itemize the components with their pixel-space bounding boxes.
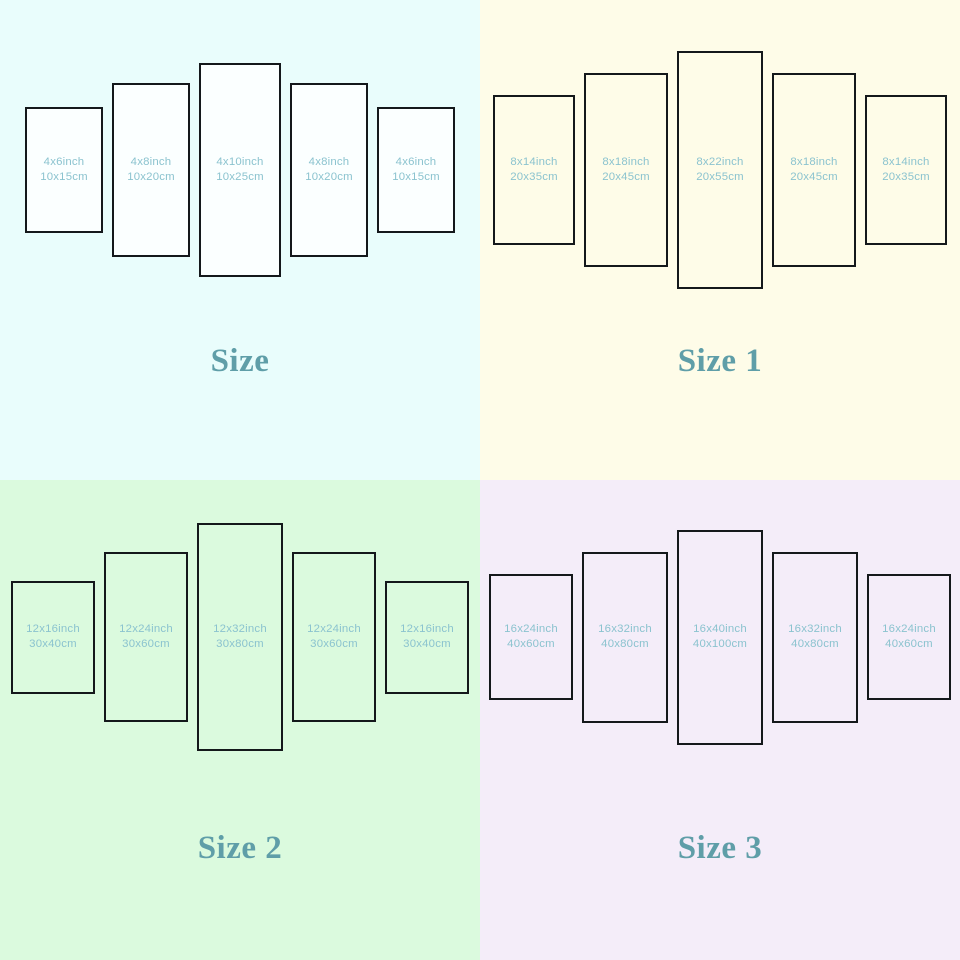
frame-row: 12x16inch 30x40cm 12x24inch 30x60cm 12x32inc…: [0, 480, 480, 802]
frame-size-label: 16x32inch 40x80cm: [788, 622, 842, 652]
frame-size-inch: 12x24inch: [119, 622, 173, 635]
frame-size-inch: 4x10inch: [216, 155, 264, 168]
frame-size-label: 16x24inch 40x60cm: [504, 622, 558, 652]
frame-size-inch: 8x18inch: [790, 155, 838, 168]
frame-size-cm: 10x15cm: [392, 171, 440, 183]
frame-size-inch: 8x22inch: [696, 155, 744, 168]
canvas-panel-frame: 12x16inch 30x40cm: [11, 580, 95, 694]
canvas-panel-frame: 16x24inch 40x60cm: [489, 574, 573, 700]
canvas-panel-frame: 16x32inch 40x80cm: [582, 551, 668, 723]
frame-size-inch: 4x8inch: [130, 155, 172, 168]
frame-size-inch: 12x32inch: [213, 622, 267, 635]
canvas-panel-frame: 16x40inch 40x100cm: [677, 529, 763, 745]
frame-size-label: 12x24inch 30x60cm: [307, 622, 361, 652]
size-option-panel-size-3[interactable]: 16x24inch 40x60cm 16x32inch 40x80cm 16x40inc…: [480, 480, 960, 960]
frame-size-cm: 10x20cm: [305, 171, 353, 183]
frame-size-label: 4x6inch 10x15cm: [40, 155, 88, 185]
canvas-panel-frame: 12x32inch 30x80cm: [197, 523, 283, 751]
frame-size-cm: 40x80cm: [601, 638, 649, 650]
frame-size-label: 4x8inch 10x20cm: [305, 155, 353, 185]
frame-size-label: 12x32inch 30x80cm: [213, 622, 267, 652]
frame-size-label: 4x6inch 10x15cm: [392, 155, 440, 185]
frame-size-inch: 16x24inch: [882, 622, 936, 635]
panel-title-size-2: Size 2: [197, 830, 283, 866]
frame-size-cm: 30x40cm: [403, 638, 451, 650]
size-option-panel-size[interactable]: 4x6inch 10x15cm 4x8inch 10x20cm 4x10inch 10x2…: [0, 0, 480, 480]
frame-row: 16x24inch 40x60cm 16x32inch 40x80cm 16x40inc…: [480, 480, 960, 802]
frame-size-cm: 20x45cm: [790, 171, 838, 183]
frame-size-inch: 4x8inch: [308, 155, 350, 168]
canvas-panel-frame: 12x24inch 30x60cm: [104, 552, 188, 722]
canvas-panel-frame: 4x8inch 10x20cm: [290, 83, 368, 257]
frame-size-label: 8x14inch 20x35cm: [510, 155, 558, 185]
frame-size-inch: 12x16inch: [400, 622, 454, 635]
frame-size-inch: 16x40inch: [693, 622, 747, 635]
frame-size-label: 8x18inch 20x45cm: [790, 155, 838, 185]
frame-size-cm: 30x40cm: [29, 638, 77, 650]
frame-size-inch: 4x6inch: [43, 155, 85, 168]
frame-size-cm: 20x55cm: [696, 171, 744, 183]
panel-title-size-1: Size 1: [677, 343, 763, 379]
frame-size-label: 12x16inch 30x40cm: [26, 622, 80, 652]
frame-size-inch: 4x6inch: [395, 155, 437, 168]
frame-size-cm: 20x45cm: [602, 171, 650, 183]
frame-row: 8x14inch 20x35cm 8x18inch 20x45cm 8x22inch 20…: [480, 5, 960, 335]
frame-size-cm: 40x80cm: [791, 638, 839, 650]
frame-size-cm: 30x80cm: [216, 638, 264, 650]
canvas-panel-frame: 16x32inch 40x80cm: [772, 551, 858, 723]
frame-size-inch: 8x14inch: [510, 155, 558, 168]
frame-size-cm: 10x25cm: [216, 171, 264, 183]
frame-size-cm: 40x60cm: [885, 638, 933, 650]
canvas-panel-frame: 4x8inch 10x20cm: [112, 83, 190, 257]
canvas-panel-frame: 8x14inch 20x35cm: [865, 95, 947, 245]
frame-size-inch: 16x32inch: [598, 622, 652, 635]
frame-size-cm: 40x60cm: [507, 638, 555, 650]
frame-size-cm: 20x35cm: [882, 171, 930, 183]
frame-size-cm: 40x100cm: [692, 638, 748, 650]
frame-size-label: 12x24inch 30x60cm: [119, 622, 173, 652]
frame-size-label: 16x32inch 40x80cm: [598, 622, 652, 652]
frame-size-inch: 12x16inch: [26, 622, 80, 635]
canvas-panel-frame: 12x24inch 30x60cm: [292, 552, 376, 722]
canvas-panel-frame: 8x18inch 20x45cm: [772, 73, 856, 267]
canvas-panel-frame: 8x22inch 20x55cm: [677, 51, 763, 289]
size-option-panel-size-1[interactable]: 8x14inch 20x35cm 8x18inch 20x45cm 8x22inch 20…: [480, 0, 960, 480]
frame-size-label: 16x40inch 40x100cm: [693, 622, 747, 652]
frame-size-inch: 16x32inch: [788, 622, 842, 635]
size-option-panel-size-2[interactable]: 12x16inch 30x40cm 12x24inch 30x60cm 12x32inc…: [0, 480, 480, 960]
canvas-panel-frame: 4x10inch 10x25cm: [199, 63, 281, 277]
frame-size-inch: 8x18inch: [602, 155, 650, 168]
canvas-panel-frame: 4x6inch 10x15cm: [25, 107, 103, 233]
frame-size-inch: 8x14inch: [882, 155, 930, 168]
frame-size-cm: 10x20cm: [127, 171, 175, 183]
canvas-panel-frame: 8x14inch 20x35cm: [493, 95, 575, 245]
frame-size-label: 12x16inch 30x40cm: [400, 622, 454, 652]
frame-size-label: 8x22inch 20x55cm: [696, 155, 744, 185]
frame-size-cm: 30x60cm: [122, 638, 170, 650]
frame-size-label: 8x14inch 20x35cm: [882, 155, 930, 185]
frame-size-label: 4x8inch 10x20cm: [127, 155, 175, 185]
frame-size-cm: 10x15cm: [40, 171, 88, 183]
frame-size-label: 8x18inch 20x45cm: [602, 155, 650, 185]
canvas-panel-frame: 16x24inch 40x60cm: [867, 574, 951, 700]
canvas-panel-frame: 12x16inch 30x40cm: [385, 580, 469, 694]
panel-title-size: Size: [210, 343, 270, 379]
canvas-panel-frame: 8x18inch 20x45cm: [584, 73, 668, 267]
frame-size-inch: 12x24inch: [307, 622, 361, 635]
frame-row: 4x6inch 10x15cm 4x8inch 10x20cm 4x10inch 10x2…: [0, 5, 480, 335]
frame-size-cm: 30x60cm: [310, 638, 358, 650]
frame-size-label: 4x10inch 10x25cm: [216, 155, 264, 185]
panel-title-size-3: Size 3: [677, 830, 763, 866]
frame-size-cm: 20x35cm: [510, 171, 558, 183]
canvas-panel-frame: 4x6inch 10x15cm: [377, 107, 455, 233]
frame-size-label: 16x24inch 40x60cm: [882, 622, 936, 652]
frame-size-inch: 16x24inch: [504, 622, 558, 635]
